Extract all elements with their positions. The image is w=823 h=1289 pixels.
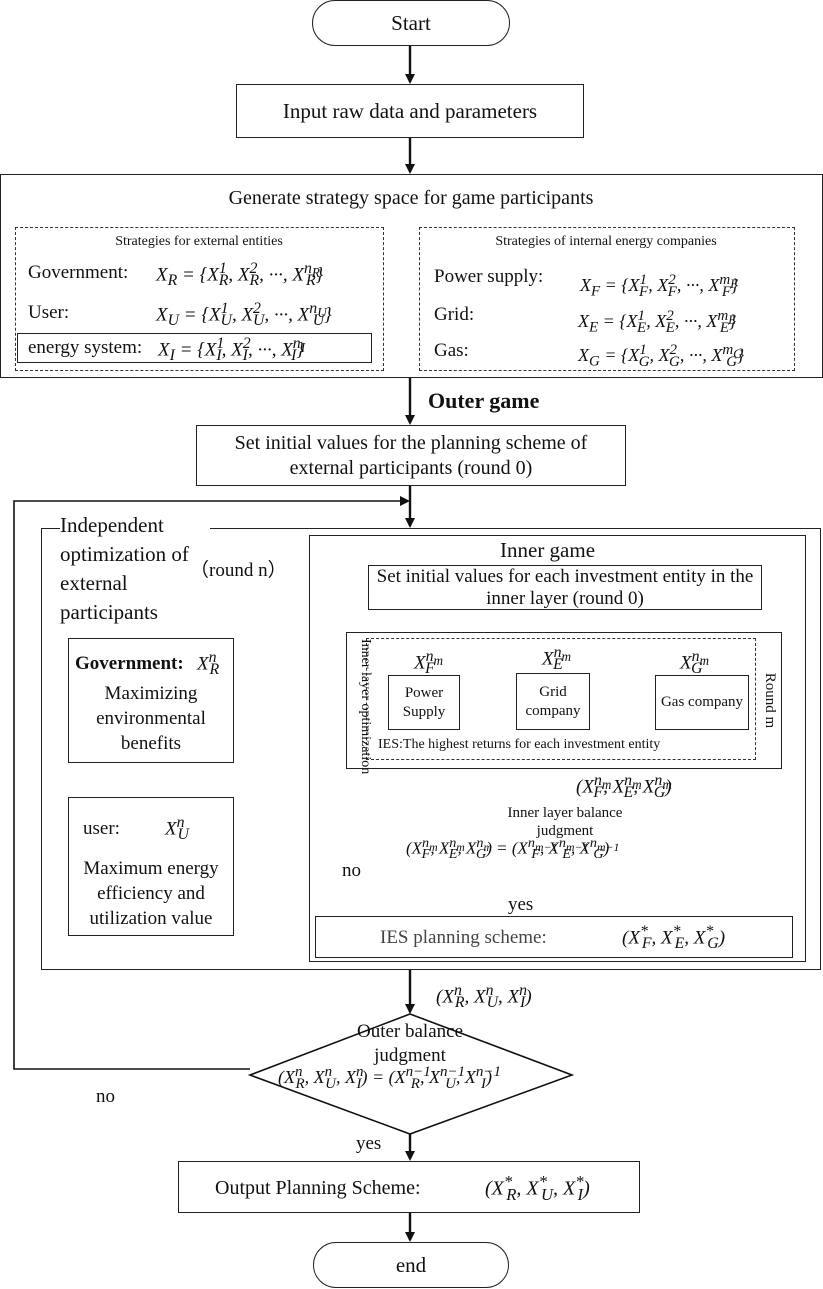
grid-strategy-label: Grid: [434, 304, 475, 325]
input-box: Input raw data and parameters [236, 84, 584, 138]
outer-game-label: Outer game [428, 388, 540, 413]
gas-company-box: Gas company [655, 675, 749, 730]
round-m-label: Round m [762, 672, 779, 729]
inner-balance-title: Inner layer balance judgment [507, 805, 623, 839]
grid-company-label: Grid company [525, 683, 581, 719]
energy-system-box: energy system: XI = {X1I, X2I, ···, XnII… [17, 333, 372, 365]
outer-no-loop [13, 496, 410, 1070]
outer-yes-label: yes [356, 1133, 382, 1154]
inner-balance-formula: (XnmF, XnmE, XnmG) = (Xnm−1F, Xnm−1E, Xn… [406, 835, 620, 863]
ies-planning-label: IES planning scheme: [380, 927, 547, 948]
power-supply-strategy-formula: XF = {X1F, X2F, ···, XmFF} [580, 272, 739, 300]
output-box: Output Planning Scheme: (X*R, X*U, X*I) [178, 1161, 640, 1213]
inner-sym-e: XnmE [542, 644, 572, 674]
end-terminal: end [313, 1242, 509, 1288]
round-n-label: （round n） [190, 560, 287, 581]
government-opt-text: Maximizing environmental benefits [96, 683, 206, 754]
strategy-space-title: Generate strategy space for game partici… [228, 187, 594, 209]
inner-yes-label: yes [508, 894, 534, 915]
round-m-dashed-box [366, 638, 756, 760]
grid-strategy-formula: XE = {X1E, X2E, ···, XmEE} [578, 308, 737, 336]
set-initial-outer-box: Set initial values for the planning sche… [196, 425, 626, 486]
start-terminal: Start [312, 0, 510, 46]
inner-layer-optimization-label: Inner layer optimization [358, 639, 373, 775]
set-initial-outer-label: Set initial values for the planning sche… [234, 431, 588, 479]
external-strategies-box: Strategies for external entities Governm… [15, 227, 384, 371]
internal-heading: Strategies of internal energy companies [495, 234, 717, 249]
gas-strategy-label: Gas: [434, 340, 469, 361]
inner-game-title: Inner game [500, 538, 596, 562]
independent-optimization-title: Independent optimization of external par… [60, 511, 210, 627]
inner-sym-f: XnmF [414, 648, 444, 678]
power-supply-strategy-label: Power supply: [434, 266, 544, 287]
outer-balance-formula: (XnR, XnU, XnI) = (Xn−1R, Xn−1U, Xn−1I) [278, 1064, 502, 1092]
outer-no-label: no [96, 1086, 115, 1107]
output-label: Output Planning Scheme: [215, 1177, 421, 1199]
gas-company-label: Gas company [660, 694, 744, 710]
government-opt-label: Government: [75, 653, 184, 674]
ies-planning-box: IES planning scheme: (X*F, X*E, X*G) [315, 916, 793, 958]
outer-balance-diamond [247, 1013, 575, 1135]
user-box: user: XnU Maximum energy efficiency and … [68, 797, 234, 936]
government-opt-symbol: XnR [197, 649, 220, 679]
ies-objective-label: IES:The highest returns for each investm… [378, 737, 661, 752]
grid-company-box: Grid company [516, 673, 590, 730]
set-initial-inner-box: Set initial values for each investment e… [368, 565, 762, 610]
outer-balance-title: Outer balance judgment [356, 1021, 464, 1066]
start-label: Start [391, 10, 431, 35]
inner-no-label: no [342, 860, 361, 881]
user-opt-symbol: XnU [165, 814, 189, 844]
end-label: end [395, 1252, 427, 1277]
output-formula: (X*R, X*U, X*I) [485, 1172, 590, 1204]
outer-tuple: (XnR, XnU, XnI) [436, 982, 532, 1012]
inner-sym-g: XnmG [680, 648, 710, 678]
external-heading: Strategies for external entities [115, 234, 283, 249]
ies-planning-formula: (X*F, X*E, X*G) [622, 923, 726, 953]
user-strategy-label: User: [28, 302, 70, 323]
government-strategy-label: Government: [28, 262, 129, 283]
power-supply-label: Power Supply [402, 684, 446, 720]
strategy-space-box: Generate strategy space for game partici… [0, 174, 823, 378]
user-strategy-formula: XU = {X1U, X2U, ···, XnUU} [156, 300, 332, 330]
input-label: Input raw data and parameters [282, 98, 538, 123]
government-box: Government: XnR Maximizing environmental… [68, 638, 234, 763]
internal-strategies-box: Strategies of internal energy companies … [419, 227, 795, 371]
energy-system-label: energy system: [28, 337, 143, 358]
inner-tuple-out: (XnmF, XnmE, XnmG) [576, 772, 672, 802]
user-opt-text: Maximum energy efficiency and utilizatio… [83, 858, 219, 929]
set-initial-inner-label: Set initial values for each investment e… [376, 565, 754, 609]
gas-strategy-formula: XG = {X1G, X2G, ···, XmGG} [578, 342, 745, 370]
government-strategy-formula: XR = {X1R, X2R, ···, XnRR} [156, 260, 324, 290]
energy-system-formula: XI = {X1I, X2I, ···, XnII} [158, 335, 306, 365]
user-opt-label: user: [83, 818, 120, 839]
power-supply-box: Power Supply [388, 675, 460, 730]
